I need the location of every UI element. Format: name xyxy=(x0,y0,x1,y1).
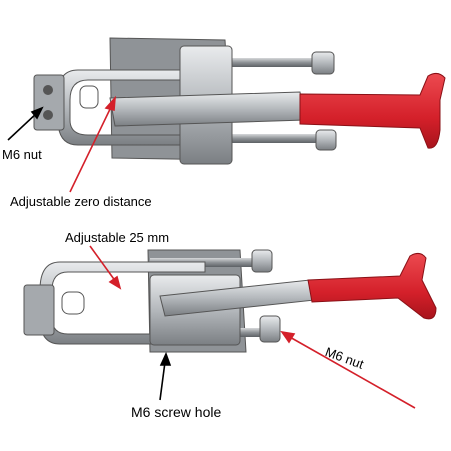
arrow-25mm xyxy=(89,245,117,283)
label-adjustable-zero-distance: Adjustable zero distance xyxy=(10,194,152,209)
red-handle xyxy=(299,72,446,149)
label-adjustable-25mm: Adjustable 25 mm xyxy=(65,230,170,245)
arrow-m6-nut-top xyxy=(7,111,39,141)
m6-nut xyxy=(315,129,337,151)
m6-nut xyxy=(259,315,281,343)
arrow-m6-nut-bottom xyxy=(287,335,416,409)
latch-clamp-open xyxy=(23,249,437,353)
threaded-rod xyxy=(225,134,320,143)
latch-clamp-closed xyxy=(33,37,446,165)
m6-nut xyxy=(311,51,335,75)
label-m6-screw-hole: M6 screw hole xyxy=(131,404,222,420)
keeper-plate xyxy=(33,74,65,131)
arrow-zero-distance xyxy=(69,104,113,193)
threaded-rod xyxy=(228,58,318,67)
arrow-m6-screw-hole xyxy=(159,361,166,401)
annotation-arrows xyxy=(7,95,416,409)
lever-arm xyxy=(109,91,306,127)
m6-nut xyxy=(251,249,273,273)
keeper-plate xyxy=(23,284,55,336)
red-handle xyxy=(307,252,437,320)
label-m6-nut-top: M6 nut xyxy=(2,147,42,162)
